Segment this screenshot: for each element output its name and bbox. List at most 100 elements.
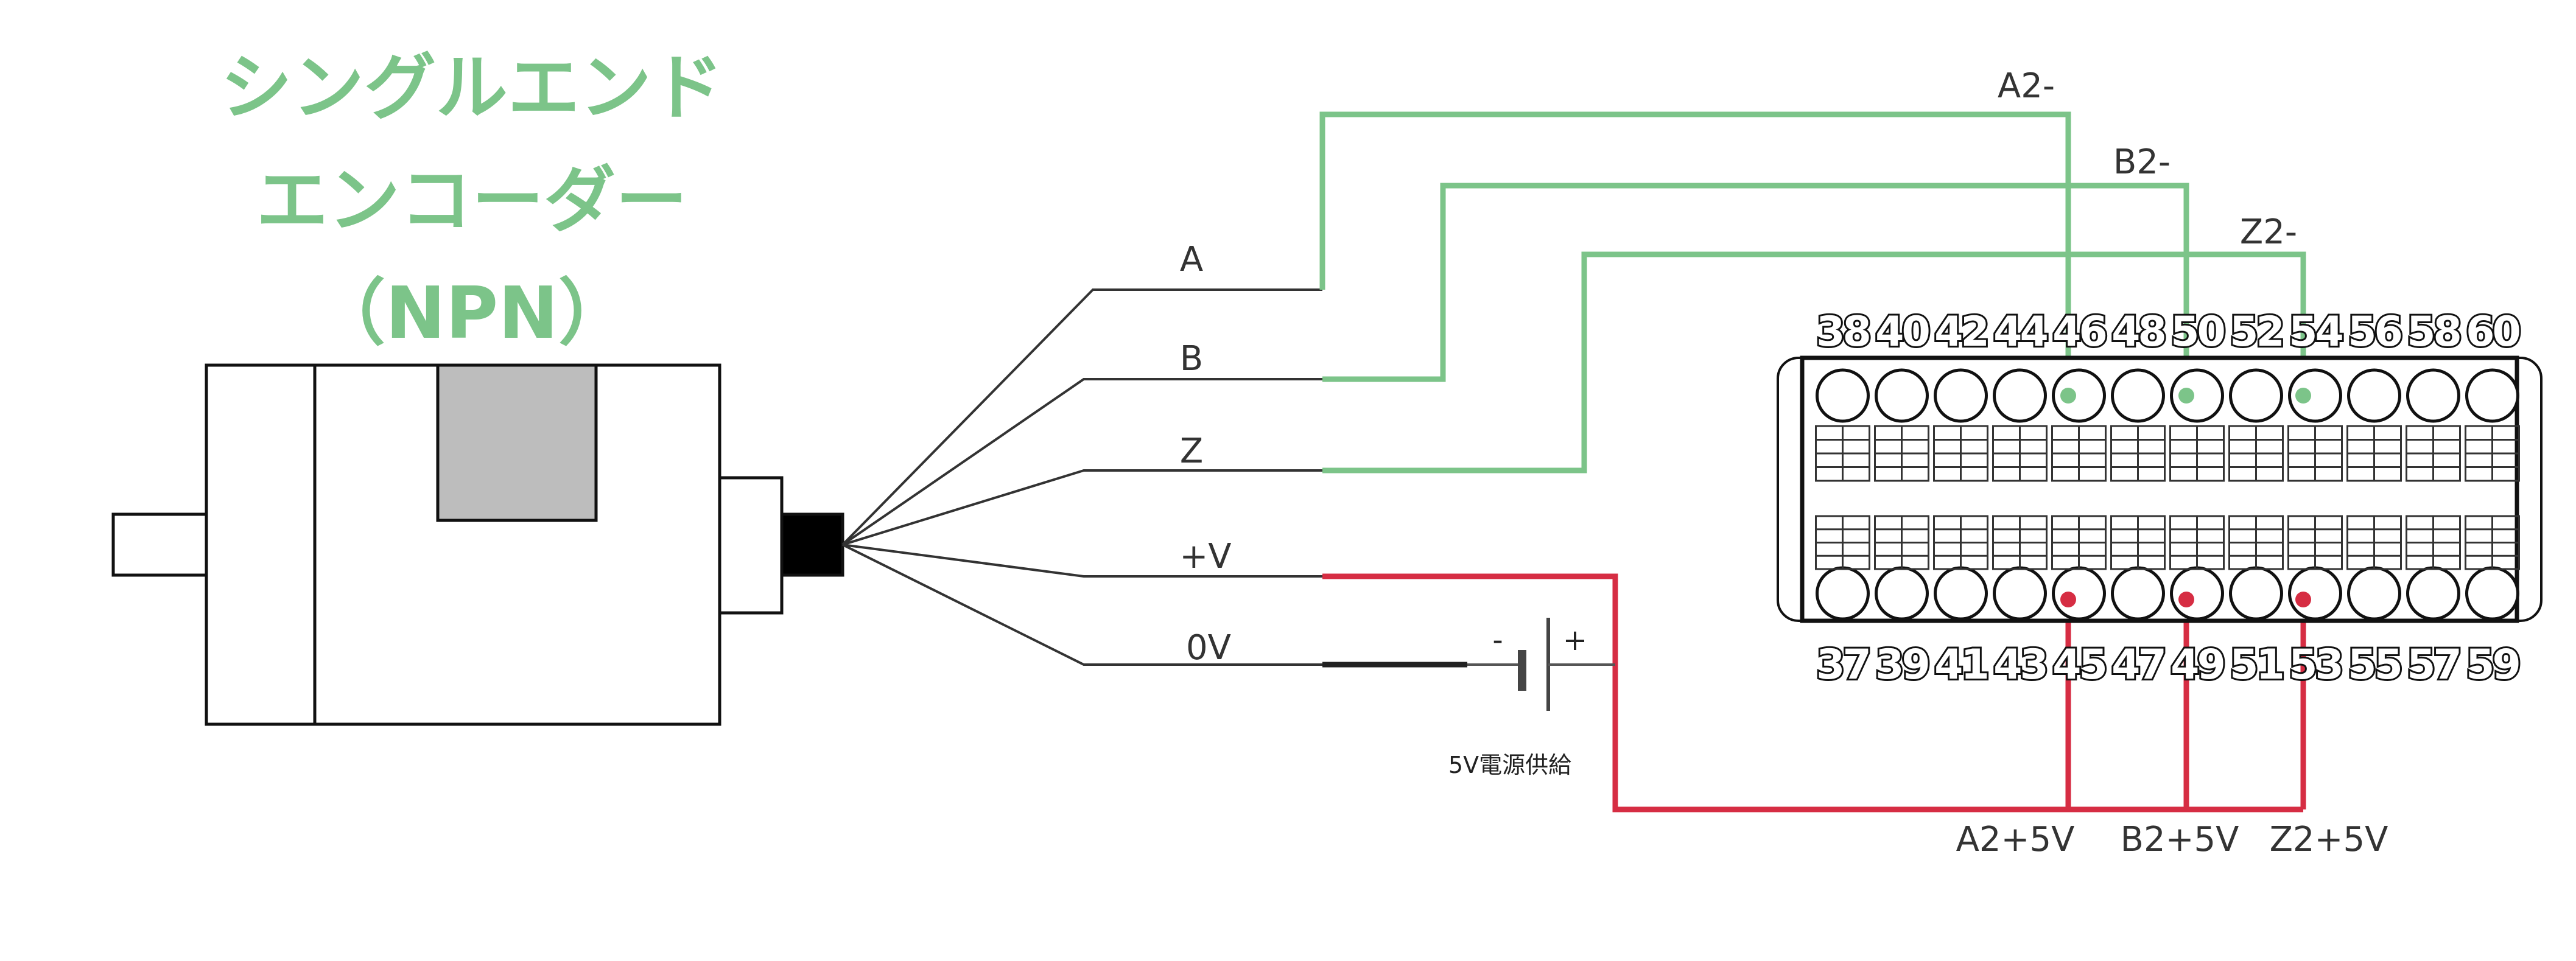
terminal-screw-top-5 bbox=[2052, 368, 2106, 423]
wire-a-fan bbox=[841, 288, 1322, 546]
wire-plusv-fan bbox=[842, 543, 1322, 578]
supply-wire-main bbox=[1322, 573, 2303, 812]
pin-39: 39 bbox=[1875, 641, 1928, 689]
terminal-screw-top-12 bbox=[2465, 368, 2519, 423]
terminal-label-a2minus: A2- bbox=[1998, 66, 2055, 106]
terminal-screws-bottom bbox=[1816, 566, 2519, 621]
dot-pin-53 bbox=[2295, 592, 2311, 607]
supply-label-b2plus5v: B2+5V bbox=[2121, 820, 2239, 859]
supply-terminal-labels: A2+5V B2+5V Z2+5V bbox=[1956, 820, 2388, 859]
terminal-screw-top-7 bbox=[2170, 368, 2224, 423]
pin-45: 45 bbox=[2052, 641, 2105, 689]
pin-38: 38 bbox=[1816, 308, 1869, 356]
terminal-label-z2minus: Z2- bbox=[2240, 212, 2297, 252]
wire-label-plusv: +V bbox=[1179, 537, 1231, 576]
terminal-pin-numbers-top: 38 40 42 44 46 48 50 52 54 56 58 60 bbox=[1814, 306, 2524, 358]
pin-60: 60 bbox=[2466, 308, 2519, 356]
terminal-screw-bottom-7 bbox=[2170, 566, 2224, 621]
pin-41: 41 bbox=[1934, 641, 1987, 689]
pin-48: 48 bbox=[2111, 308, 2164, 356]
terminal-screw-bottom-1 bbox=[1816, 566, 1870, 621]
pin-46: 46 bbox=[2052, 308, 2105, 356]
terminal-screw-bottom-11 bbox=[2406, 566, 2460, 621]
terminal-screw-top-9 bbox=[2288, 368, 2342, 423]
terminal-screw-bottom-6 bbox=[2111, 566, 2165, 621]
pin-55: 55 bbox=[2348, 641, 2401, 689]
dot-pin-49 bbox=[2178, 592, 2194, 607]
terminal-screw-bottom-10 bbox=[2347, 566, 2401, 621]
pin-40: 40 bbox=[1875, 308, 1929, 356]
terminal-screw-top-11 bbox=[2406, 368, 2460, 423]
terminal-screw-top-1 bbox=[1816, 368, 1870, 423]
terminal-screw-bottom-9 bbox=[2288, 566, 2342, 621]
terminal-screw-bottom-3 bbox=[1934, 566, 1988, 621]
terminal-screw-top-3 bbox=[1934, 368, 1988, 423]
encoder bbox=[111, 363, 844, 726]
terminal-screw-top-4 bbox=[1993, 368, 2047, 423]
pin-37: 37 bbox=[1816, 641, 1869, 689]
pin-57: 57 bbox=[2407, 641, 2460, 689]
pin-52: 52 bbox=[2230, 308, 2283, 356]
terminal-screw-top-10 bbox=[2347, 368, 2401, 423]
terminal-screw-top-6 bbox=[2111, 368, 2165, 423]
signal-wire-z bbox=[1322, 251, 2306, 474]
pin-50: 50 bbox=[2171, 308, 2224, 356]
wire-label-0v: 0V bbox=[1186, 628, 1231, 668]
power-supply-label: 5V電源供給 bbox=[1448, 752, 1571, 778]
pin-47: 47 bbox=[2111, 641, 2164, 689]
diagram-title: シングルエンド エンコーダー （NPN） bbox=[220, 46, 723, 355]
terminal-block bbox=[1777, 355, 2543, 623]
wire-b-fan bbox=[841, 378, 1322, 546]
title-line-2: エンコーダー bbox=[256, 158, 687, 242]
dot-pin-54 bbox=[2295, 388, 2311, 404]
title-line-1: シングルエンド bbox=[220, 46, 723, 130]
wire-label-z: Z bbox=[1180, 432, 1203, 471]
pin-49: 49 bbox=[2171, 641, 2223, 689]
terminal-screw-bottom-2 bbox=[1875, 566, 1929, 621]
dot-pin-50 bbox=[2178, 388, 2194, 404]
dot-pin-45 bbox=[2060, 592, 2076, 607]
pin-59: 59 bbox=[2466, 641, 2519, 689]
supply-wires bbox=[1322, 573, 2306, 812]
pin-53: 53 bbox=[2289, 641, 2342, 689]
terminal-screw-bottom-4 bbox=[1993, 566, 2047, 621]
pin-43: 43 bbox=[1993, 641, 2046, 689]
encoder-front-flange bbox=[205, 363, 317, 726]
cable-connector bbox=[780, 512, 844, 577]
wire-label-b: B bbox=[1180, 339, 1203, 379]
terminal-screw-bottom-12 bbox=[2465, 566, 2519, 621]
signal-wires bbox=[1319, 111, 2306, 474]
title-line-3: （NPN） bbox=[314, 271, 630, 355]
pin-42: 42 bbox=[1934, 308, 1987, 356]
cable-fanout bbox=[841, 288, 1322, 666]
pin-58: 58 bbox=[2407, 308, 2460, 356]
terminal-screws-top bbox=[1816, 368, 2519, 423]
encoder-shaft bbox=[111, 512, 208, 577]
wire-label-a: A bbox=[1180, 240, 1203, 279]
pin-56: 56 bbox=[2348, 308, 2401, 356]
wire-labels: A B Z +V 0V bbox=[1179, 240, 1231, 668]
supply-label-a2plus5v: A2+5V bbox=[1956, 820, 2075, 859]
pin-54: 54 bbox=[2289, 308, 2342, 356]
encoder-rear-cap bbox=[718, 476, 784, 615]
dot-pin-46 bbox=[2060, 388, 2076, 404]
pin-44: 44 bbox=[1993, 308, 2047, 356]
terminal-screw-top-8 bbox=[2229, 368, 2283, 423]
wire-0v-fan bbox=[842, 543, 1322, 666]
signal-terminal-labels: A2- B2- Z2- bbox=[1998, 66, 2297, 252]
terminal-connection-dots bbox=[2060, 388, 2311, 607]
pin-51: 51 bbox=[2230, 641, 2283, 689]
battery-plus-sign: + bbox=[1563, 623, 1587, 657]
terminal-clamps bbox=[1815, 425, 2520, 570]
supply-label-z2plus5v: Z2+5V bbox=[2270, 820, 2388, 859]
power-supply: - + 5V電源供給 bbox=[1448, 618, 1615, 778]
terminal-screw-top-2 bbox=[1875, 368, 1929, 423]
encoder-window bbox=[436, 363, 598, 522]
battery-minus-sign: - bbox=[1492, 623, 1503, 657]
terminal-screw-bottom-8 bbox=[2229, 566, 2283, 621]
terminal-label-b2minus: B2- bbox=[2113, 142, 2171, 182]
terminal-pin-numbers-bottom: 37 39 41 43 45 47 49 51 53 55 57 59 bbox=[1814, 639, 2523, 691]
terminal-screw-bottom-5 bbox=[2052, 566, 2106, 621]
